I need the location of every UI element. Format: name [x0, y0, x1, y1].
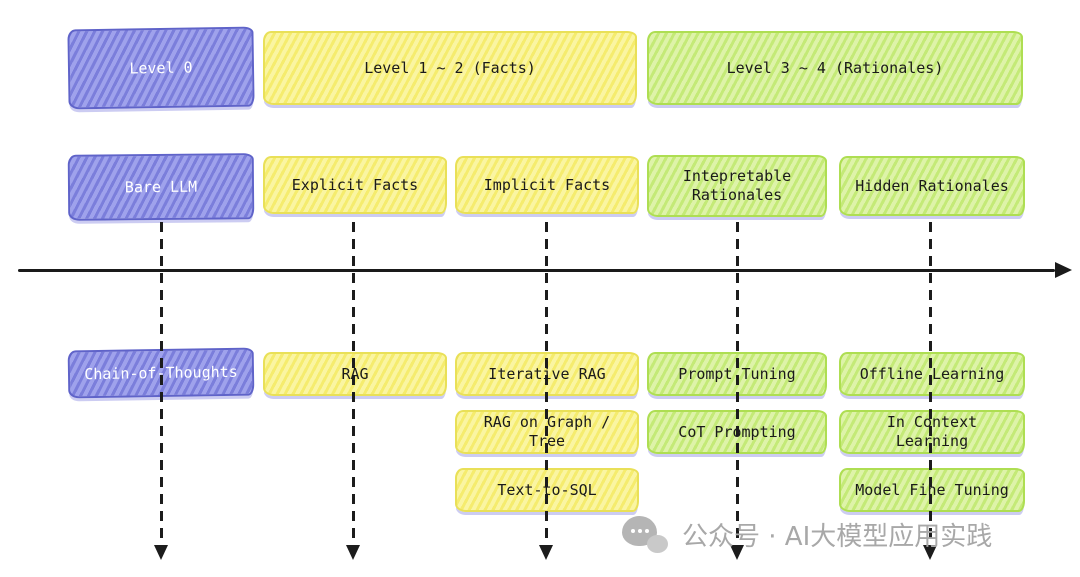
header-level-0-label: Level 0 [129, 58, 193, 78]
category-hidden-rationales: Hidden Rationales [839, 156, 1025, 216]
category-bare-llm-label: Bare LLM [124, 177, 198, 196]
dashed-arrow-intepretable-rationales [729, 222, 745, 560]
down-arrowhead-icon [923, 545, 937, 560]
category-bare-llm: Bare LLM [67, 153, 255, 221]
watermark: 公众号 · AI大模型应用实践 [622, 514, 992, 554]
category-implicit-facts: Implicit Facts [455, 156, 639, 214]
technique-in-context-learning: In Context Learning [839, 410, 1025, 454]
down-arrowhead-icon [154, 545, 168, 560]
technique-model-fine-tuning-label: Model Fine Tuning [855, 480, 1009, 499]
technique-offline-learning: Offline Learning [839, 352, 1025, 396]
axis-arrowhead-icon [1055, 262, 1072, 278]
wechat-chat-bubbles-icon [622, 514, 670, 554]
category-implicit-facts-label: Implicit Facts [483, 175, 611, 194]
category-explicit-facts-label: Explicit Facts [291, 175, 419, 194]
down-arrowhead-icon [539, 545, 553, 560]
header-level-3-4-rationales: Level 3 ~ 4 (Rationales) [647, 31, 1023, 105]
header-level-3-4-label: Level 3 ~ 4 (Rationales) [726, 58, 944, 77]
timeline-axis [18, 262, 1072, 278]
header-level-0: Level 0 [67, 26, 255, 110]
category-hidden-rationales-label: Hidden Rationales [855, 176, 1009, 195]
timeline-axis-line [18, 268, 1055, 272]
category-intepretable-rationales-label: Intepretable Rationales [682, 167, 792, 204]
header-level-1-2-facts: Level 1 ~ 2 (Facts) [263, 31, 637, 105]
category-explicit-facts: Explicit Facts [263, 156, 447, 214]
chat-bubble-small [647, 535, 668, 553]
technique-offline-learning-label: Offline Learning [859, 364, 1005, 383]
technique-in-context-learning-label: In Context Learning [886, 413, 978, 450]
technique-rag: RAG [263, 352, 447, 396]
dashed-line [159, 222, 163, 545]
technique-rag-label: RAG [341, 364, 369, 383]
dashed-arrow-explicit-facts [345, 222, 361, 560]
dashed-arrow-hidden-rationales [922, 222, 938, 560]
dashed-arrow-bare-llm [153, 222, 169, 560]
category-intepretable-rationales: Intepretable Rationales [647, 155, 827, 217]
technique-model-fine-tuning: Model Fine Tuning [839, 468, 1025, 512]
down-arrowhead-icon [730, 545, 744, 560]
dashed-arrow-implicit-facts [538, 222, 554, 560]
down-arrowhead-icon [346, 545, 360, 560]
watermark-text: 公众号 · AI大模型应用实践 [682, 521, 993, 552]
dashed-line [544, 222, 548, 545]
header-level-1-2-label: Level 1 ~ 2 (Facts) [364, 58, 536, 77]
dashed-line [351, 222, 355, 545]
dashed-line [735, 222, 739, 545]
dashed-line [928, 222, 932, 545]
